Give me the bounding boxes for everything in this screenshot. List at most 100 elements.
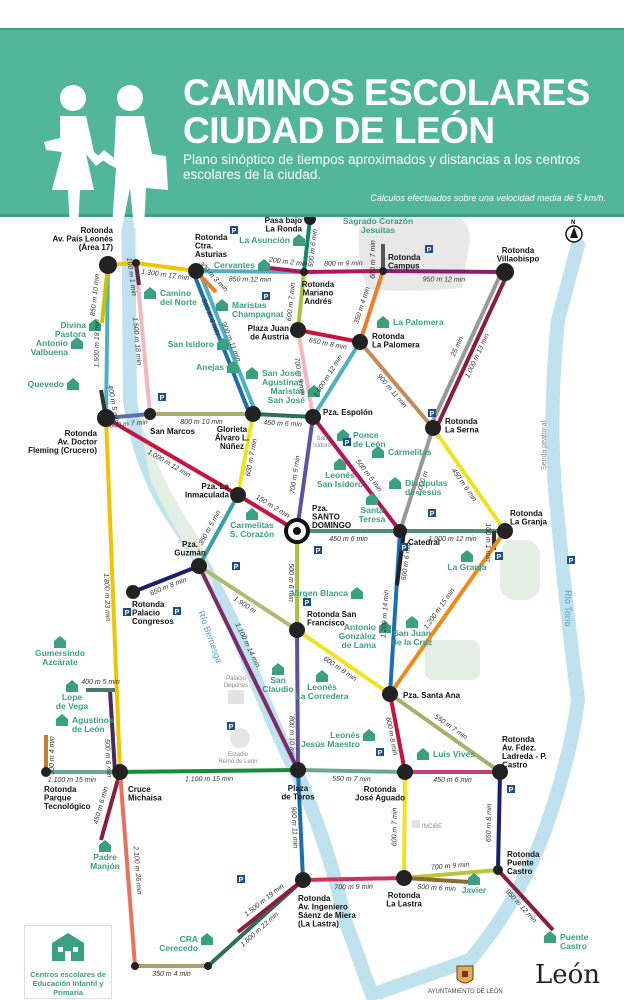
school-la-granja[interactable]: La Granja bbox=[447, 562, 486, 572]
school-quevedo[interactable]: Quevedo bbox=[28, 379, 64, 389]
route-line bbox=[428, 269, 505, 428]
junction-espolon[interactable]: Pza. Espolón bbox=[305, 408, 373, 425]
route-distance-time: 1.500 m 18 min bbox=[94, 319, 102, 367]
school-luis-vives[interactable]: Luis Vives bbox=[433, 749, 475, 759]
route-distance-time: 1.800 m 23 min bbox=[102, 573, 111, 622]
parking-icon: P bbox=[428, 509, 436, 518]
park-area bbox=[500, 540, 540, 600]
parking-icon: P bbox=[428, 409, 436, 418]
route-distance-time: 1.100 m 15 min bbox=[48, 777, 96, 784]
school-la-palomera[interactable]: La Palomera bbox=[393, 317, 444, 327]
school-icon bbox=[544, 931, 556, 943]
route-line bbox=[108, 690, 118, 773]
school-icons bbox=[54, 204, 556, 945]
junction-santa-ana[interactable]: Pza. Santa Ana bbox=[382, 686, 461, 702]
svg-text:P: P bbox=[234, 564, 239, 571]
route-line bbox=[197, 565, 300, 771]
junction-guzman[interactable]: Pza.Guzmán bbox=[174, 540, 207, 574]
route-line bbox=[402, 771, 407, 879]
route-line bbox=[496, 771, 502, 871]
svg-text:P: P bbox=[229, 724, 234, 731]
junction-catedral[interactable]: Catedral bbox=[393, 524, 440, 547]
school-virgen-blanca[interactable]: Virgen Blanca bbox=[291, 588, 348, 598]
school-carmelitas[interactable]: Carmelitas bbox=[388, 447, 432, 457]
junction-small1[interactable] bbox=[132, 259, 140, 267]
school-icon bbox=[372, 446, 384, 458]
junction-label: Pza. Santa Ana bbox=[403, 691, 461, 700]
junction-bl2[interactable] bbox=[204, 962, 212, 970]
parking-icon: P bbox=[303, 598, 311, 607]
school-icon bbox=[308, 385, 320, 397]
school-cervantes[interactable]: Cervantes bbox=[214, 260, 255, 270]
school-javier[interactable]: Javier bbox=[462, 885, 487, 895]
junction-san-marcos[interactable]: San Marcos bbox=[144, 408, 195, 436]
route-line bbox=[104, 264, 110, 419]
school-label: Anejas bbox=[196, 362, 224, 372]
svg-text:P: P bbox=[316, 548, 321, 555]
school-icon bbox=[379, 621, 391, 633]
school-la-asunción[interactable]: La Asunción bbox=[239, 235, 290, 245]
route-distance-time: 500 m 6 min bbox=[103, 739, 112, 778]
junction-bl1[interactable] bbox=[131, 962, 139, 970]
parking-icon: P bbox=[400, 543, 408, 552]
school-anejas[interactable]: Anejas bbox=[196, 362, 224, 372]
school-icon bbox=[201, 933, 213, 945]
school-san-isidoro[interactable]: San Isidoro bbox=[168, 339, 214, 349]
school-icon bbox=[272, 663, 284, 675]
